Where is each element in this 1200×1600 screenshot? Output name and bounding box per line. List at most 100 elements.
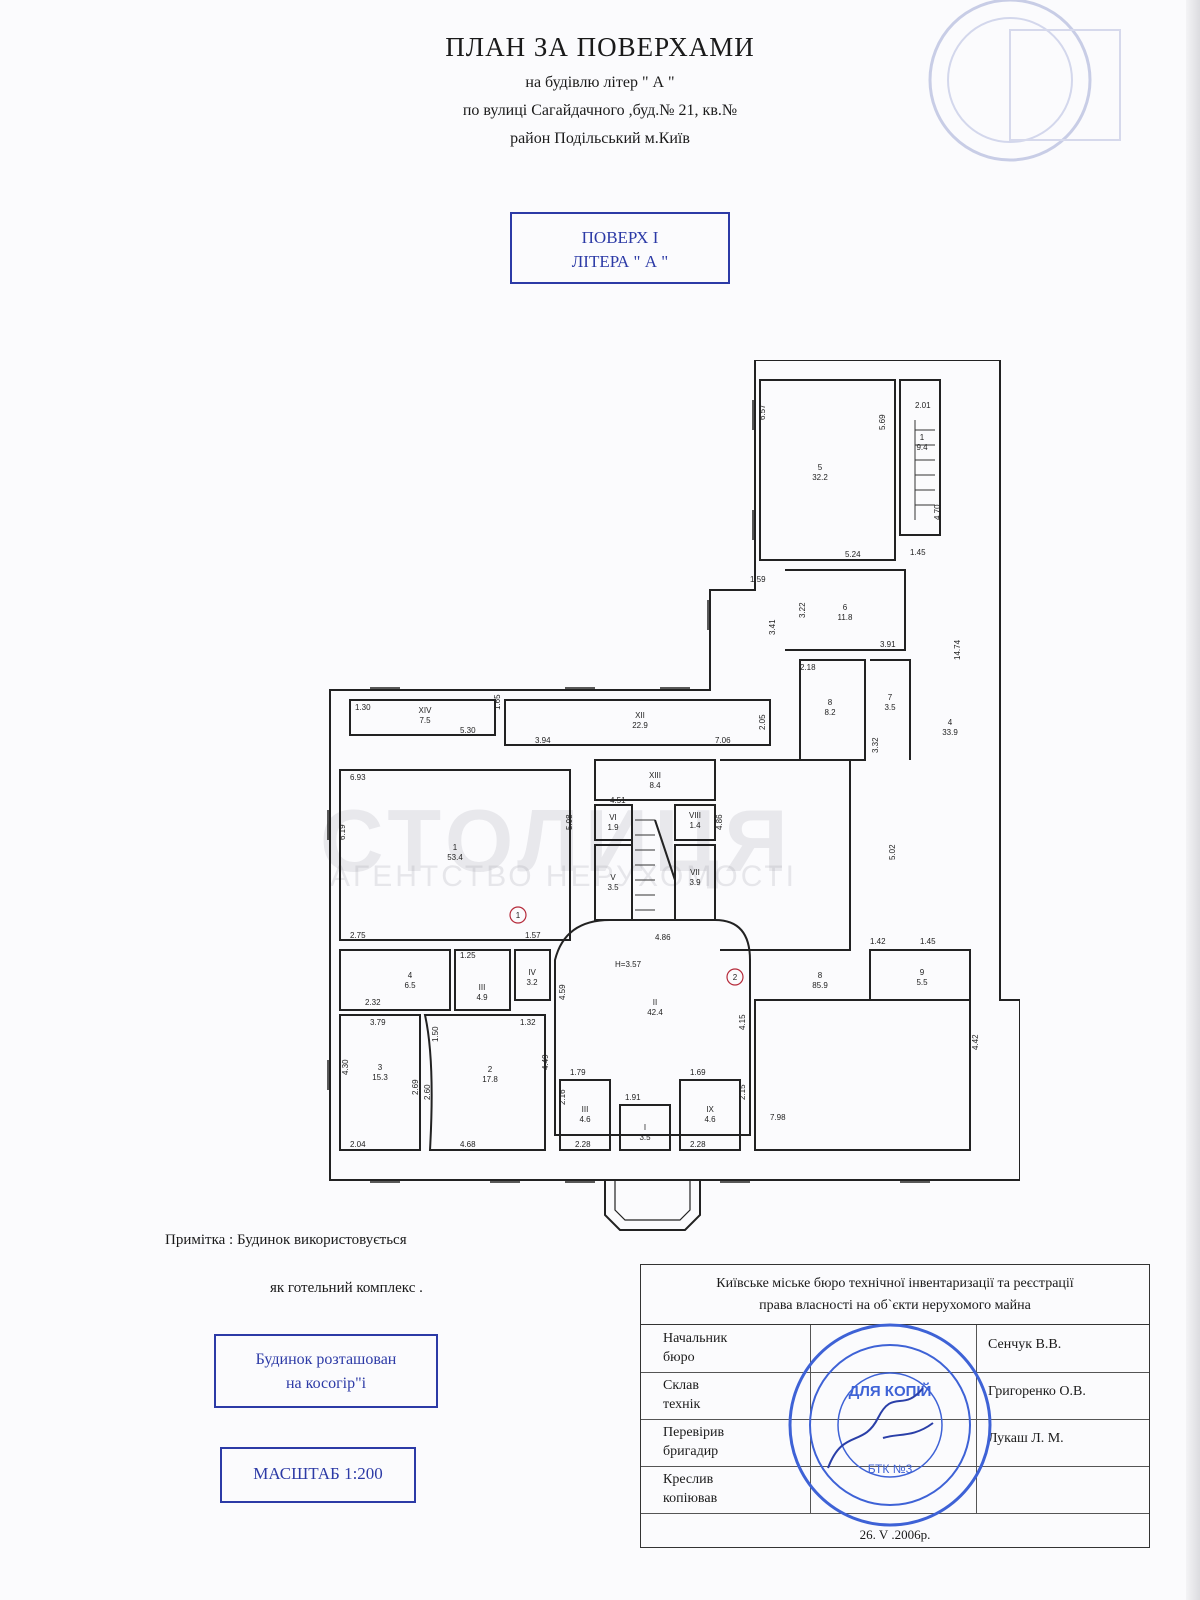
dimension-label: 1.69	[690, 1068, 706, 1077]
dimension-label: 5.69	[878, 414, 887, 430]
room-label: 8	[828, 698, 833, 707]
dimension-label: 3.32	[871, 737, 880, 753]
document-title: ПЛАН ЗА ПОВЕРХАМИ	[445, 32, 755, 62]
room-label: VI	[609, 813, 617, 822]
bureau-header-line-2: права власності на об`єкти нерухомого ма…	[759, 1298, 1031, 1313]
floor-letter: ЛІТЕРА " А "	[571, 252, 669, 271]
dimension-label: 2.60	[423, 1084, 432, 1100]
dimension-label: 2.18	[800, 663, 816, 672]
room-label: 9	[920, 968, 925, 977]
room-label: III	[479, 983, 486, 992]
dimension-label: 7.06	[715, 736, 731, 745]
room-area: 3.9	[689, 878, 701, 887]
room-area: 17.8	[482, 1075, 498, 1084]
plan-walls	[329, 360, 1020, 1231]
dimension-label: 1.57	[525, 931, 541, 940]
room-area: 42.4	[647, 1008, 663, 1017]
slope-note-line-2: на косогір"і	[285, 1375, 367, 1392]
ceiling-height: H=3.57	[615, 960, 642, 969]
dimension-label: 2.16	[558, 1089, 567, 1105]
dimension-label: 6.93	[350, 773, 366, 782]
room-label: 4	[408, 971, 413, 980]
dimension-label: 2.05	[758, 714, 767, 730]
signature-cell	[811, 1466, 977, 1513]
room-area: 85.9	[812, 981, 828, 990]
dimension-label: 5.24	[845, 550, 861, 559]
dimension-label: 4.51	[610, 796, 626, 805]
name-cell: Григоренко О.В.	[988, 1384, 1086, 1399]
role-line: технік	[663, 1397, 701, 1412]
dimension-label: 1.30	[355, 703, 371, 712]
room-area: 9.4	[916, 443, 928, 452]
dimension-label: 5.02	[888, 844, 897, 860]
dimension-label: 1.25	[460, 951, 476, 960]
address-line: по вулиці Сагайдачного ,буд.№ 21, кв.№	[462, 102, 738, 119]
name-cell: Лукаш Л. М.	[988, 1431, 1064, 1446]
dimension-label: 5.08	[565, 814, 574, 830]
plan-room-labels: 5 32.2 1 9.4 6 11.8 7 3.5 8 8.2 4 33.9 X…	[372, 433, 958, 1142]
name-cell: Сенчук В.В.	[988, 1337, 1062, 1352]
dimension-label: 3.79	[370, 1018, 386, 1027]
district-line: район Подільський м.Київ	[510, 130, 690, 147]
dimension-label: 2.15	[738, 1084, 747, 1100]
room-label: I	[644, 1123, 646, 1132]
official-stamp: ДЛЯ КОПІЙ БТК №3	[788, 1323, 992, 1527]
dimension-label: 2.04	[350, 1140, 366, 1149]
stamp-top-text: ДЛЯ КОПІЙ	[849, 1382, 932, 1400]
signature-cell	[811, 1372, 977, 1419]
room-area: 3.5	[607, 883, 619, 892]
role-line: бригадир	[663, 1444, 719, 1459]
room-area: 1.9	[607, 823, 619, 832]
room-label: 8	[818, 971, 823, 980]
room-area: 4.9	[476, 993, 488, 1002]
room-label: XIII	[649, 771, 661, 780]
room-area: 15.3	[372, 1073, 388, 1082]
bureau-header-line-1: Київське міське бюро технічної інвентари…	[716, 1276, 1074, 1291]
room-label: V	[610, 873, 616, 882]
slope-note-box: Будинок розташован на косогір"і	[214, 1334, 438, 1408]
room-area: 33.9	[942, 728, 958, 737]
watermark-subtitle: АГЕНТСТВО НЕРУХОМОСТІ	[330, 860, 798, 893]
dimension-label: 3.94	[535, 736, 551, 745]
dimension-label: 5.30	[460, 726, 476, 735]
dimension-label: 2.75	[350, 931, 366, 940]
marker-label: 1	[516, 911, 521, 920]
scale-box: МАСШТАБ 1:200	[220, 1447, 416, 1503]
top-stamp-faded	[928, 0, 1121, 162]
dimension-label: 2.32	[365, 998, 381, 1007]
room-label: 1	[920, 433, 925, 442]
room-label: VIII	[689, 811, 701, 820]
entrance-marker-1: 1	[509, 906, 527, 924]
dimension-label: 4.59	[558, 984, 567, 1000]
room-label: XII	[635, 711, 645, 720]
bureau-header: Київське міське бюро технічної інвентари…	[641, 1265, 1149, 1325]
document-date: 26. V .2006р.	[859, 1527, 931, 1542]
dimension-label: 1.59	[750, 575, 766, 584]
dimension-label: 7.98	[770, 1113, 786, 1122]
dimension-label: 1.45	[920, 937, 936, 946]
dimension-label: 4.70	[933, 504, 942, 520]
dimension-label: 6.19	[338, 824, 347, 840]
plan-stairs	[635, 420, 935, 911]
plan-window-marks	[327, 400, 930, 1183]
stamp-bottom-text: БТК №3	[868, 1462, 913, 1476]
slope-note-line-1: Будинок розташован	[255, 1351, 397, 1368]
room-area: 5.5	[916, 978, 928, 987]
room-area: 6.5	[404, 981, 416, 990]
dimension-label: 4.30	[341, 1059, 350, 1075]
room-label: 2	[488, 1065, 493, 1074]
room-label: 3	[378, 1063, 383, 1072]
room-area: 11.8	[838, 613, 854, 622]
dimension-label: 4.68	[460, 1140, 476, 1149]
room-area: 3.5	[639, 1133, 651, 1142]
room-area: 4.6	[579, 1115, 591, 1124]
room-area: 8.2	[824, 708, 836, 717]
room-area: 22.9	[632, 721, 648, 730]
dimension-label: 4.86	[715, 814, 724, 830]
